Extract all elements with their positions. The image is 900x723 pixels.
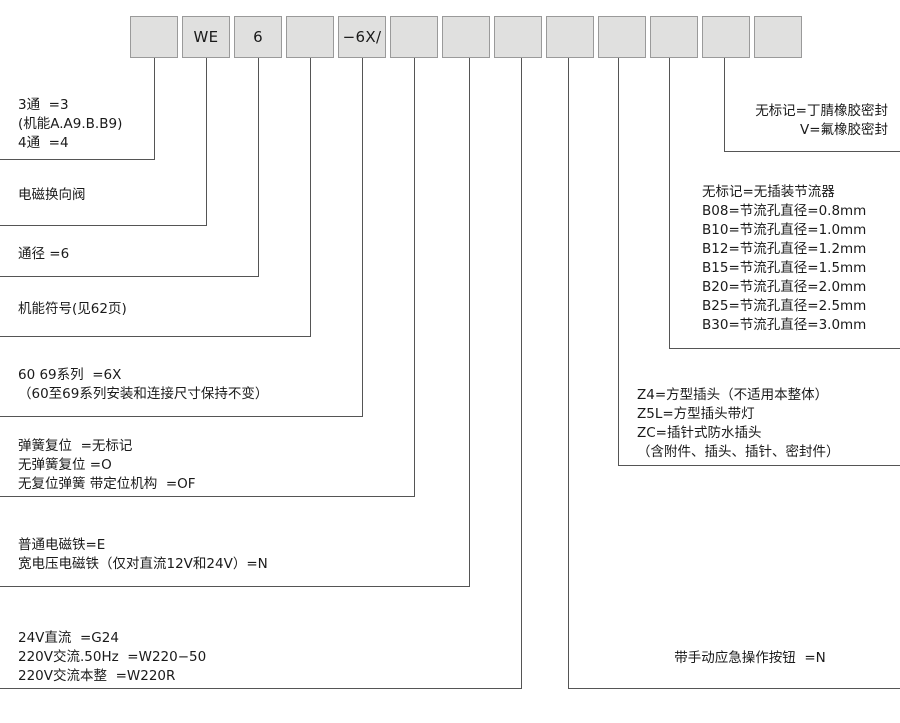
code-box-11[interactable] — [650, 16, 698, 58]
code-box-12[interactable] — [702, 16, 750, 58]
label-voltage-line-3: 220V交流本整 =W220R — [18, 668, 176, 684]
label-seal-material-line-1: 无标记=丁腈橡胶密封 — [755, 103, 888, 119]
label-ways-line-3: 4通 =4 — [18, 135, 69, 151]
leader-v-series — [362, 58, 363, 416]
label-series-line-1: 60 69系列 =6X — [18, 367, 122, 383]
leader-h-function-symbol — [0, 336, 311, 337]
code-box-4[interactable] — [286, 16, 334, 58]
leader-v-manual-override — [568, 58, 569, 688]
label-series-line-2: （60至69系列安装和连接尺寸保持不变） — [18, 386, 269, 402]
leader-h-series — [0, 416, 363, 417]
label-spring-return-line-3: 无复位弹簧 带定位机构 =OF — [18, 476, 196, 492]
leader-v-nominal-size — [258, 58, 259, 276]
code-box-10[interactable] — [598, 16, 646, 58]
label-valve-type: 电磁换向阀 — [18, 187, 86, 203]
leader-h-seal-material — [724, 151, 900, 152]
code-box-1[interactable] — [130, 16, 178, 58]
code-box-9[interactable] — [546, 16, 594, 58]
code-box-2[interactable]: WE — [182, 16, 230, 58]
leader-v-seal-material — [724, 58, 725, 151]
leader-h-ways — [0, 159, 155, 160]
leader-h-manual-override — [568, 688, 900, 689]
label-throttle-line-4: B12=节流孔直径=1.2mm — [702, 241, 867, 257]
label-connector-line-2: Z5L=方型插头带灯 — [637, 406, 755, 422]
label-ways-line-1: 3通 =3 — [18, 97, 69, 113]
label-throttle-line-7: B25=节流孔直径=2.5mm — [702, 298, 867, 314]
label-connector-line-1: Z4=方型插头（不适用本整体） — [637, 387, 829, 403]
label-throttle-line-6: B20=节流孔直径=2.0mm — [702, 279, 867, 295]
leader-v-valve-type — [206, 58, 207, 225]
label-manual-override: 带手动应急操作按钮 =N — [674, 650, 826, 666]
label-throttle-line-5: B15=节流孔直径=1.5mm — [702, 260, 867, 276]
label-throttle-line-2: B08=节流孔直径=0.8mm — [702, 203, 867, 219]
label-voltage-line-2: 220V交流.50Hz =W220−50 — [18, 649, 207, 665]
label-throttle-line-8: B30=节流孔直径=3.0mm — [702, 317, 867, 333]
leader-v-spring-return — [414, 58, 415, 496]
label-function-symbol: 机能符号(见62页) — [18, 301, 127, 317]
leader-h-connector — [618, 465, 900, 466]
label-ways-line-2: (机能A.A9.B.B9) — [18, 116, 123, 132]
leader-h-spring-return — [0, 496, 415, 497]
code-box-6[interactable] — [390, 16, 438, 58]
label-throttle-line-3: B10=节流孔直径=1.0mm — [702, 222, 867, 238]
leader-h-solenoid-type — [0, 586, 470, 587]
leader-h-throttle-insert — [669, 348, 900, 349]
code-box-3[interactable]: 6 — [234, 16, 282, 58]
code-box-13[interactable] — [754, 16, 802, 58]
code-box-5[interactable]: −6X/ — [338, 16, 386, 58]
label-nominal-size: 通径 =6 — [18, 246, 70, 262]
label-seal-material-line-2: V=氟橡胶密封 — [799, 122, 888, 138]
leader-v-voltage — [521, 58, 522, 688]
leader-h-voltage — [0, 688, 522, 689]
leader-v-solenoid-type — [469, 58, 470, 586]
leader-v-connector — [618, 58, 619, 465]
code-box-7[interactable] — [442, 16, 490, 58]
code-box-8[interactable] — [494, 16, 542, 58]
leader-h-valve-type — [0, 225, 207, 226]
label-spring-return-line-1: 弹簧复位 =无标记 — [18, 438, 133, 454]
label-spring-return-line-2: 无弹簧复位 =O — [18, 457, 112, 473]
leader-h-nominal-size — [0, 276, 259, 277]
label-throttle-line-1: 无标记=无插装节流器 — [702, 184, 835, 200]
leader-v-function-symbol — [310, 58, 311, 336]
label-connector-line-4: （含附件、插头、插针、密封件） — [637, 444, 840, 460]
label-voltage-line-1: 24V直流 =G24 — [18, 630, 119, 646]
leader-v-throttle-insert — [669, 58, 670, 348]
leader-v-ways — [154, 58, 155, 159]
label-solenoid-type-line-2: 宽电压电磁铁（仅对直流12V和24V）=N — [18, 556, 268, 572]
label-connector-line-3: ZC=插针式防水插头 — [637, 425, 762, 441]
label-solenoid-type-line-1: 普通电磁铁=E — [18, 537, 106, 553]
